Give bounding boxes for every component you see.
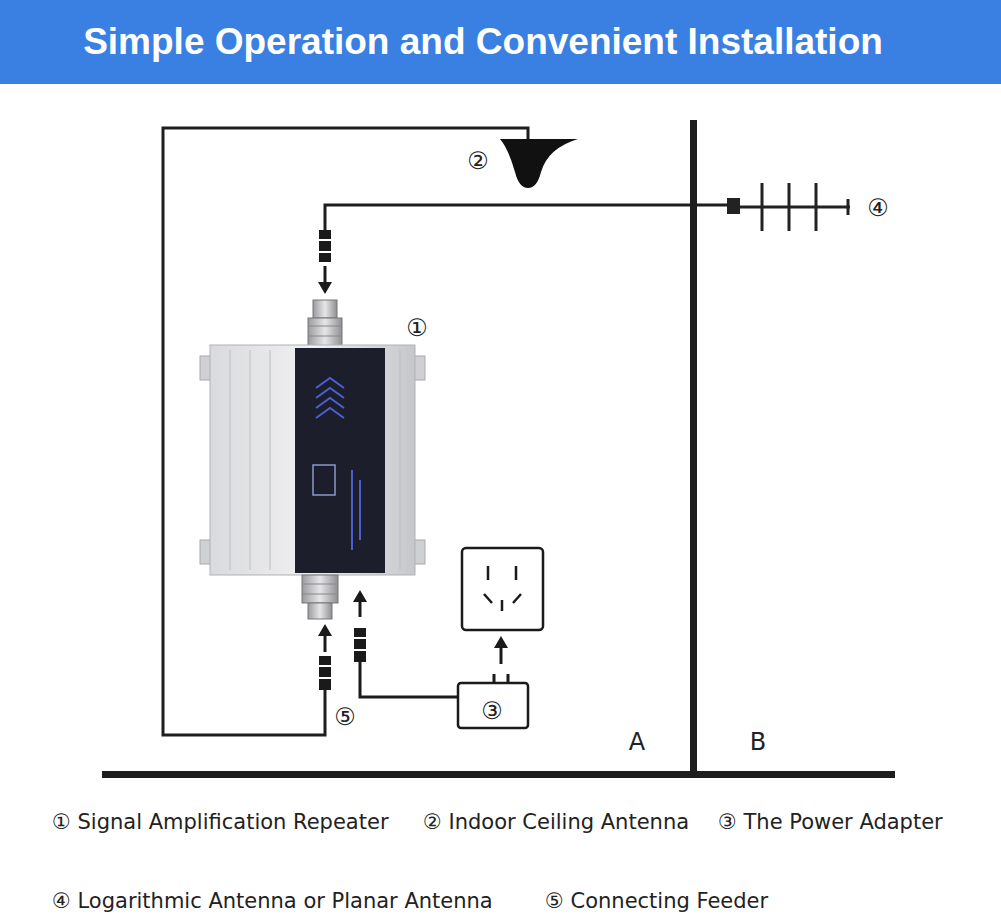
callout-number: ① (406, 314, 428, 343)
region-label: A (629, 728, 645, 757)
page-title: Simple Operation and Convenient Installa… (83, 21, 883, 63)
callout-number: ② (467, 147, 489, 176)
callout-number: ⑤ (334, 703, 356, 732)
callout-number: ④ (867, 194, 889, 223)
key-item: ② Indoor Ceiling Antenna (423, 810, 689, 835)
key-item: ④ Logarithmic Antenna or Planar Antenna (52, 889, 493, 914)
callout-number: ③ (481, 697, 503, 726)
key-item: ③ The Power Adapter (718, 810, 943, 835)
key-item: ⑤ Connecting Feeder (545, 889, 768, 914)
key-item: ① Signal Amplification Repeater (52, 810, 389, 835)
region-label: B (750, 728, 766, 757)
